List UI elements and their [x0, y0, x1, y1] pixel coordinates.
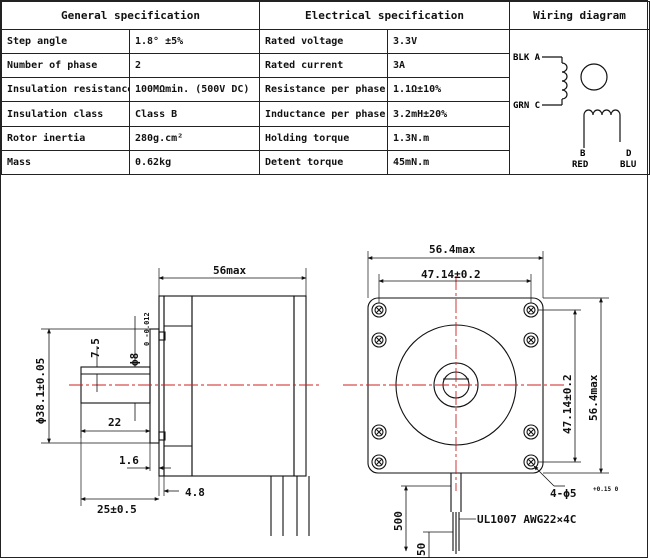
electrical-value: 1.3N.m — [387, 125, 511, 151]
wire-d-label: D — [626, 149, 632, 159]
dim-flange-thickness: 4.8 — [185, 486, 205, 499]
coil-a-icon — [561, 62, 568, 100]
general-label: Insulation resistance — [1, 77, 130, 103]
spec-row: Insulation resistance 100MΩmin. (500V DC… — [1, 77, 650, 103]
general-label: Number of phase — [1, 53, 130, 79]
electrical-value: 3.3V — [387, 28, 511, 55]
spec-row: Number of phase 2 Rated current 3A — [1, 53, 650, 79]
mount-hole — [523, 302, 539, 318]
wiring-diagram-header: Wiring diagram — [509, 1, 650, 30]
dim-flat: 7.5 — [89, 338, 102, 358]
dim-holes: 4-ϕ5 — [550, 487, 577, 500]
electrical-label: Holding torque — [259, 125, 389, 151]
wire-blu-label: BLU — [620, 160, 636, 170]
dim-hole-pitch-h: 47.14±0.2 — [421, 268, 481, 281]
dim-total-len: 25±0.5 — [97, 503, 137, 516]
dim-front-width: 56.4max — [429, 243, 476, 256]
electrical-value: 3.2mH±20% — [387, 101, 511, 127]
dim-holes-tol: +0.15 0 — [593, 486, 619, 493]
mount-hole — [371, 454, 387, 470]
spec-header-row: General specification Electrical specifi… — [0, 1, 650, 30]
dim-front-height: 56.4max — [587, 374, 600, 421]
general-label: Mass — [1, 149, 130, 176]
dim-cable-len: 500 — [392, 511, 405, 531]
general-label: Insulation class — [1, 101, 130, 127]
dim-boss-height: 1.6 — [119, 454, 139, 467]
dim-shaft-dia: ϕ8 — [128, 353, 141, 366]
mount-hole — [523, 454, 539, 470]
general-value: 0.62kg — [128, 149, 261, 176]
general-value: 100MΩmin. (500V DC) — [128, 77, 261, 103]
general-value: Class B — [128, 101, 261, 127]
wire-red-label: RED — [572, 160, 589, 170]
electrical-label: Resistance per phase — [259, 77, 389, 103]
electrical-value: 1.1Ω±10% — [387, 77, 511, 103]
electrical-spec-header: Electrical specification — [259, 1, 511, 30]
electrical-value: 3A — [387, 53, 511, 79]
general-value: 280g.cm² — [128, 125, 261, 151]
electrical-value: 45mN.m — [387, 149, 511, 176]
general-label: Rotor inertia — [1, 125, 130, 151]
electrical-label: Detent torque — [259, 149, 389, 176]
wire-grn-c-label: GRN C — [513, 101, 540, 111]
wiring-diagram-cell: BLK A GRN C B D RED BLU — [509, 29, 650, 175]
general-spec-header: General specification — [0, 1, 261, 30]
general-label: Step angle — [1, 28, 130, 55]
coil-b-icon — [583, 109, 621, 116]
general-value: 1.8° ±5% — [128, 28, 261, 55]
spec-row: Mass 0.62kg Detent torque 45mN.m — [1, 149, 650, 176]
rotor-icon — [580, 63, 608, 91]
dim-side-length: 56max — [213, 264, 246, 277]
wire-b-label: B — [580, 149, 586, 159]
general-value: 2 — [128, 53, 261, 79]
dim-boss-dia: ϕ38.1±0.05 — [34, 358, 47, 424]
dim-shaft-len: 22 — [108, 416, 121, 429]
cable-spec-label: UL1007 AWG22×4C — [477, 513, 576, 526]
spec-row: Insulation class Class B Inductance per … — [1, 101, 650, 127]
dim-strip-len: 50 — [415, 543, 428, 556]
electrical-label: Inductance per phase — [259, 101, 389, 127]
spec-row: Step angle 1.8° ±5% Rated voltage 3.3V B… — [1, 28, 650, 175]
electrical-label: Rated current — [259, 53, 389, 79]
dim-hole-pitch-v: 47.14±0.2 — [561, 374, 574, 434]
mechanical-drawing: 56max ϕ8 0 -0.012 7.5 ϕ38.1±0.05 22 1.6 … — [34, 243, 619, 558]
mount-hole — [371, 302, 387, 318]
electrical-label: Rated voltage — [259, 28, 389, 55]
dim-shaft-tol: 0 -0.012 — [143, 312, 151, 346]
wire-blk-a-label: BLK A — [513, 53, 541, 63]
spec-row: Rotor inertia 280g.cm² Holding torque 1.… — [1, 125, 650, 151]
wiring-diagram: BLK A GRN C B D RED BLU — [513, 53, 636, 170]
spec-table: General specification Electrical specifi… — [0, 1, 650, 176]
